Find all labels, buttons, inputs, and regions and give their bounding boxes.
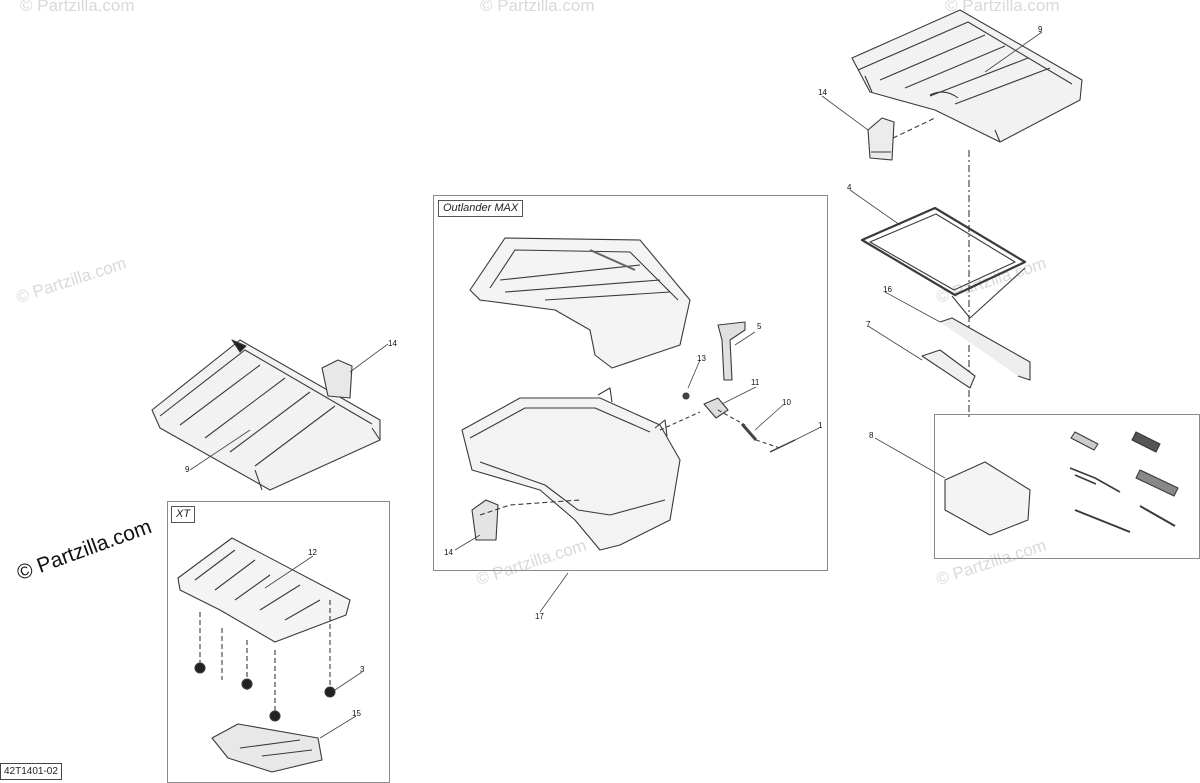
rear-rack-top-right [851, 9, 1083, 143]
bracket-7 [921, 349, 976, 389]
bracket-16 [939, 317, 1031, 381]
watermark: © Partzilla.com [945, 0, 1060, 15]
callout-13: 13 [697, 354, 706, 363]
storage-bin [461, 397, 681, 551]
watermark: © Partzilla.com [20, 0, 135, 15]
storage-lid [469, 237, 691, 369]
callout-9-left: 9 [185, 465, 190, 474]
tool-tray-8 [944, 461, 1031, 536]
callout-11: 11 [751, 378, 760, 387]
callout-8: 8 [869, 431, 874, 440]
callout-17: 17 [535, 612, 544, 621]
strap-15 [211, 723, 323, 773]
clip-top [867, 117, 895, 161]
callout-14-left: 14 [388, 339, 397, 348]
callout-3: 3 [360, 665, 365, 674]
callout-10: 10 [782, 398, 791, 407]
rear-rack-left [151, 339, 381, 491]
plate-12 [177, 537, 351, 643]
callout-16: 16 [883, 285, 892, 294]
callout-14-top: 14 [818, 88, 827, 97]
frame-4 [860, 206, 1027, 297]
callout-7: 7 [866, 320, 871, 329]
callout-12: 12 [308, 548, 317, 557]
xt-label: XT [171, 506, 196, 523]
callout-15: 15 [352, 709, 361, 718]
callout-14-mid: 14 [444, 548, 453, 557]
diagram-code: 42T1401-02 [0, 763, 62, 780]
callout-4: 4 [847, 183, 852, 192]
outlander-max-group [433, 195, 828, 571]
outlander-max-label: Outlander MAX [438, 200, 524, 217]
callout-9-top: 9 [1038, 25, 1043, 34]
callout-1: 1 [818, 421, 823, 430]
callout-5: 5 [757, 322, 762, 331]
watermark: © Partzilla.com [480, 0, 595, 15]
latch-5 [717, 321, 746, 381]
